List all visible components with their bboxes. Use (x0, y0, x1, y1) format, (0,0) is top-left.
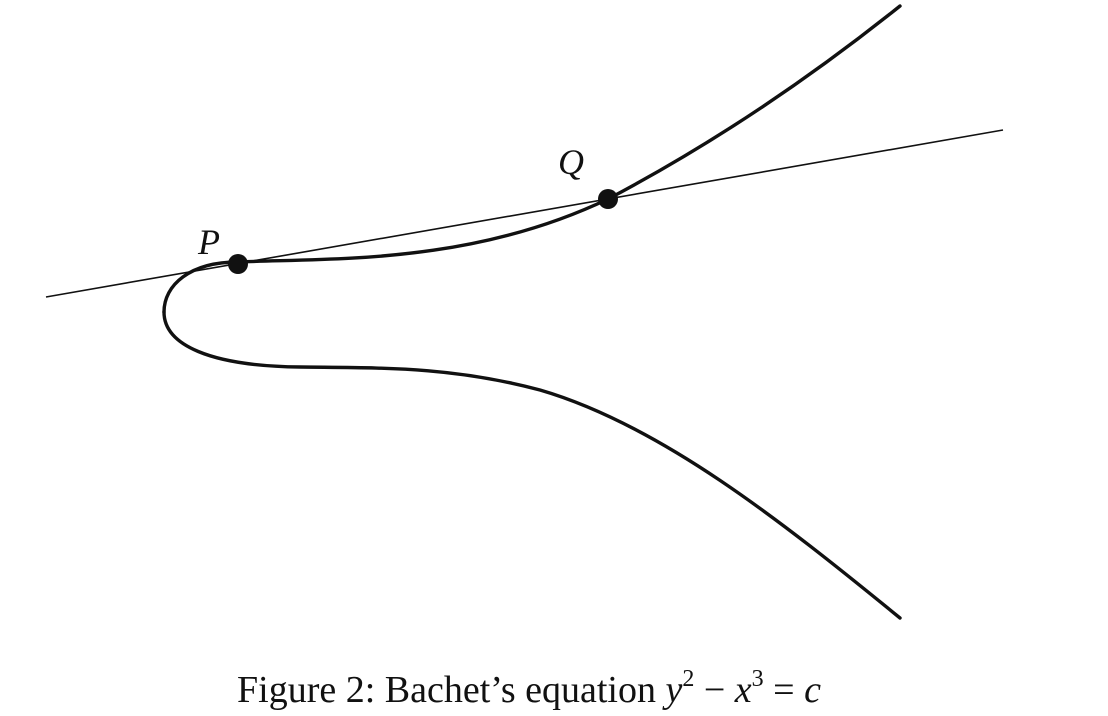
point-q-label: Q (558, 142, 584, 182)
point-q-marker (598, 189, 618, 209)
point-p-label: P (197, 222, 220, 262)
caption-equation: y2 − x3 = c (665, 666, 821, 711)
secant-line (45, 129, 1004, 298)
point-p-marker (228, 254, 248, 274)
eq-y-exponent: 2 (682, 666, 695, 692)
figure-caption: Figure 2: Bachet’s equation y2 − x3 = c (0, 666, 1058, 712)
bachet-curve-diagram: P Q (45, 4, 1004, 620)
eq-minus: − (703, 669, 726, 711)
eq-c: c (804, 669, 821, 711)
curve-upper-branch (162, 4, 902, 314)
caption-prefix: Figure 2: Bachet’s equation (237, 669, 656, 711)
eq-x-exponent: 3 (751, 666, 764, 692)
eq-equals: = (773, 669, 795, 711)
eq-y: y (665, 669, 683, 711)
eq-x: x (734, 669, 752, 711)
curve-lower-branch (162, 310, 902, 620)
